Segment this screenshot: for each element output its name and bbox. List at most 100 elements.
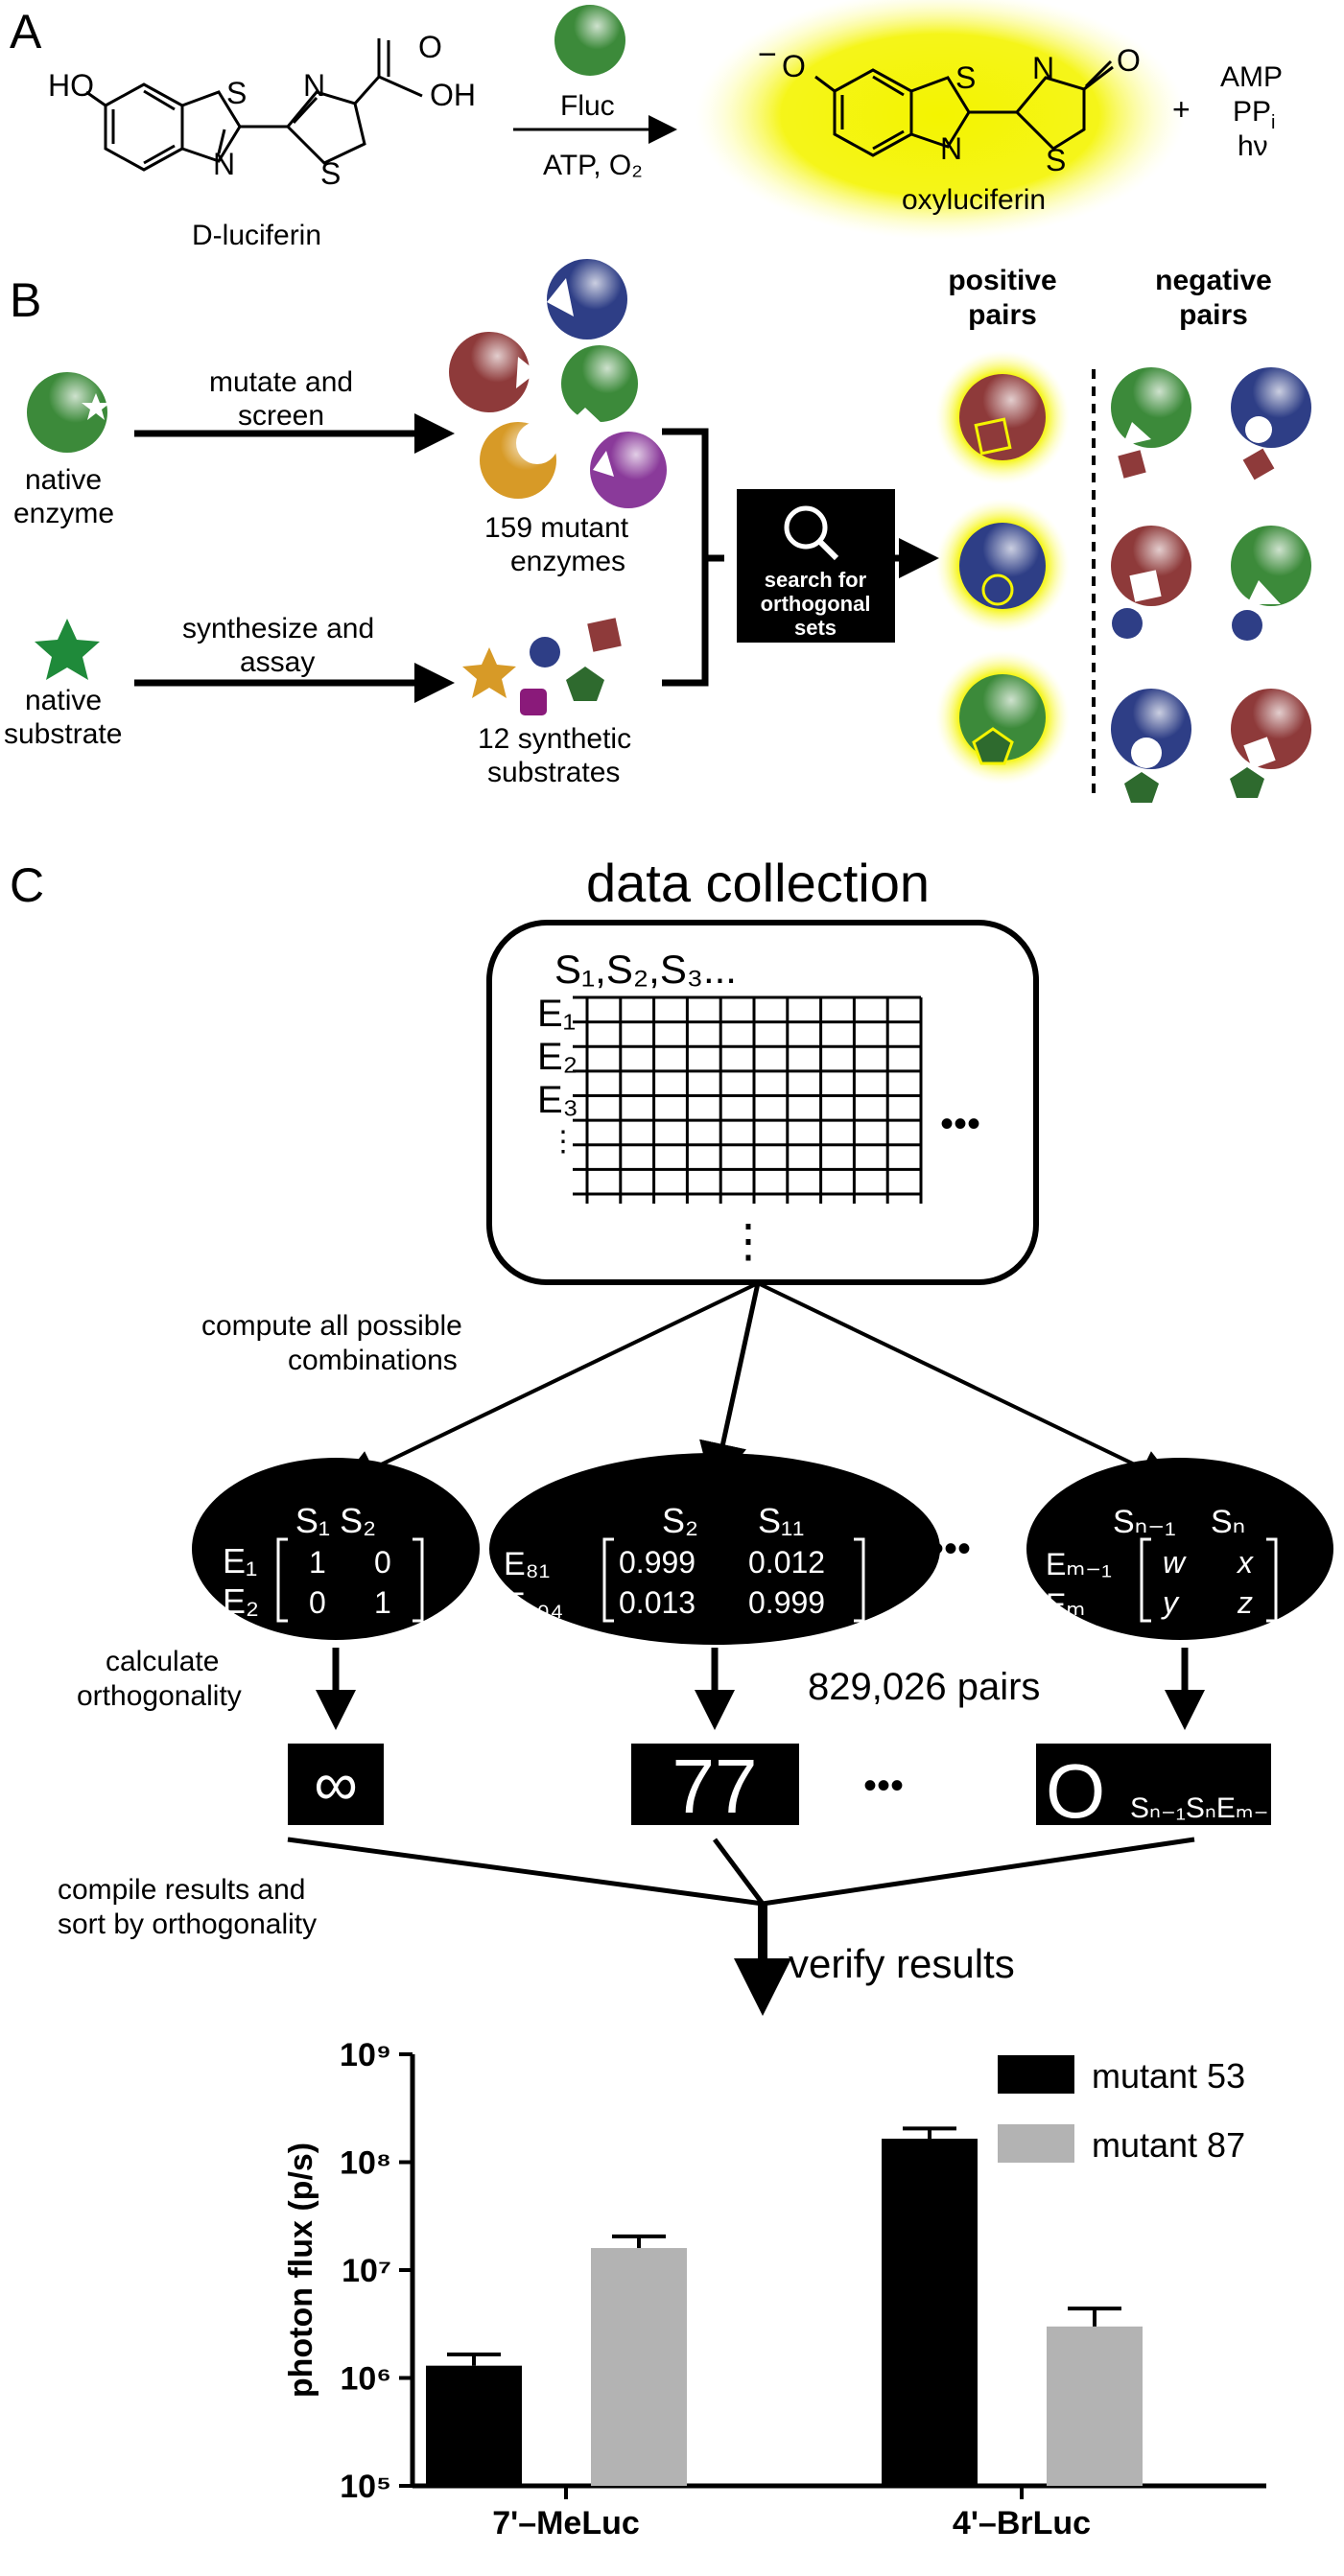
- calc-label-2: orthogonality: [77, 1680, 242, 1712]
- panel-a: A HO S N N S OH O D-luciferin Fluc: [10, 0, 1283, 251]
- mutant-enzyme-green-icon: [561, 345, 638, 424]
- fluc-enzyme-icon: [465, 5, 625, 76]
- substrate-rounded-square-icon: [520, 689, 547, 715]
- search-label-3: sets: [794, 616, 837, 640]
- mutant-enzyme-purple-icon: [590, 432, 667, 508]
- positive-pair-red: [935, 350, 1070, 484]
- search-box: [737, 489, 895, 643]
- oh-label: OH: [430, 78, 476, 112]
- prod-s-label-1: S: [955, 60, 976, 95]
- native-enzyme-icon: [27, 372, 110, 453]
- s-label-1: S: [226, 76, 247, 110]
- d-luciferin-label: D-luciferin: [192, 220, 321, 251]
- mutants-label-1: 159 mutant: [484, 512, 629, 544]
- grid-row-ellipsis: ⋮: [725, 1216, 771, 1267]
- mutant-enzyme-blue-icon: [547, 259, 627, 340]
- negative-label-1: negative: [1155, 265, 1272, 296]
- svg-text:S₂: S₂: [662, 1501, 698, 1540]
- svg-text:0: 0: [309, 1585, 326, 1620]
- y-tick-label: 10⁸: [340, 2145, 391, 2182]
- o-minus-label: O: [782, 49, 806, 83]
- oxyluciferin-label: oxyluciferin: [902, 184, 1046, 216]
- svg-text:Eₘ₋₁: Eₘ₋₁: [1046, 1547, 1112, 1581]
- matrix-ellipse-3: Sₙ₋₁ Sₙ Eₘ₋₁ Eₘ w x y z: [1026, 1458, 1333, 1640]
- panel-a-letter: A: [10, 5, 42, 59]
- matrix-ellipsis: •••: [931, 1528, 971, 1570]
- substrate-pentagon-icon: [566, 667, 604, 701]
- y-axis-label: photon flux (p/s): [283, 2143, 319, 2398]
- svg-text:Sₙ: Sₙ: [1211, 1504, 1245, 1540]
- n-label-2: N: [303, 68, 325, 103]
- svg-text:E₈₁: E₈₁: [504, 1546, 550, 1582]
- positive-label-2: pairs: [968, 299, 1037, 331]
- svg-text:z: z: [1237, 1585, 1253, 1620]
- mutant-enzyme-red-icon: [449, 332, 537, 412]
- minus-label: −: [758, 36, 777, 73]
- svg-text:Eₘ: Eₘ: [1046, 1587, 1085, 1622]
- panel-b-letter: B: [10, 273, 41, 327]
- bar: [1047, 2326, 1143, 2486]
- panel-b: B native enzyme native substrate mutate …: [4, 259, 1311, 803]
- substrate-star-icon: [462, 647, 516, 698]
- svg-text:0.999: 0.999: [619, 1545, 696, 1580]
- negative-pair-2: [1231, 367, 1311, 480]
- calc-label-1: calculate: [106, 1646, 219, 1677]
- svg-text:0: 0: [374, 1545, 391, 1580]
- native-substrate-star-icon: [35, 619, 100, 680]
- grid-col-ellipsis: •••: [940, 1103, 980, 1145]
- negative-pair-4: [1231, 526, 1311, 641]
- score-box-3: [1036, 1744, 1271, 1825]
- score-3: O: [1046, 1748, 1105, 1834]
- score-box-1: [288, 1744, 384, 1825]
- ppi-label: PPi: [1233, 96, 1275, 133]
- bar: [882, 2139, 978, 2486]
- svg-text:w: w: [1163, 1545, 1187, 1580]
- svg-text:1: 1: [374, 1585, 391, 1620]
- hv-label: hν: [1238, 130, 1268, 162]
- bar: [426, 2365, 522, 2486]
- search-label-2: orthogonal: [761, 592, 871, 616]
- prod-n-label-2: N: [1032, 51, 1054, 85]
- svg-text:0.013: 0.013: [619, 1585, 696, 1620]
- svg-text:x: x: [1236, 1545, 1254, 1580]
- n-label-1: N: [213, 147, 235, 181]
- acid-o-label: O: [418, 30, 442, 64]
- svg-text:0.012: 0.012: [748, 1545, 825, 1580]
- matrix-ellipse-2: S₂ S₁₁ E₈₁ E₁₀₄ 0.999 0.012 0.013 0.999: [489, 1453, 940, 1645]
- compile-label-2: sort by orthogonality: [58, 1909, 317, 1940]
- substrate-circle-icon: [530, 637, 560, 667]
- grid-row-e3: E₃: [537, 1079, 578, 1121]
- x-tick-label: 7'–MeLuc: [492, 2505, 640, 2541]
- compile-label-1: compile results and: [58, 1874, 305, 1906]
- svg-text:S₁ S₂: S₁ S₂: [295, 1501, 376, 1540]
- panel-c-letter: C: [10, 858, 44, 912]
- x-tick-label: 4'–BrLuc: [953, 2505, 1091, 2541]
- score-ellipsis: •••: [863, 1765, 904, 1807]
- conditions-label: ATP, O₂: [543, 150, 643, 181]
- legend-swatch: [998, 2124, 1074, 2163]
- positive-label-1: positive: [948, 265, 1056, 296]
- pairs-label: 829,026 pairs: [808, 1666, 1040, 1708]
- mutant-enzymes-cluster: [449, 259, 667, 508]
- magnifier-icon: [784, 505, 839, 561]
- svg-text:E₂: E₂: [223, 1581, 259, 1621]
- svg-text:Sₙ₋₁: Sₙ₋₁: [1113, 1504, 1176, 1540]
- negative-pair-1: [1111, 367, 1191, 479]
- amp-label: AMP: [1220, 61, 1283, 93]
- native-substrate-label-1: native: [25, 685, 102, 716]
- mutant-enzyme-gold-icon: [480, 422, 558, 499]
- synth-label-2: assay: [240, 646, 315, 678]
- mutants-label-2: enzymes: [510, 546, 625, 577]
- grid-row-e2: E₂: [537, 1036, 578, 1078]
- legend-swatch: [998, 2055, 1074, 2094]
- legend-label: mutant 53: [1092, 2056, 1245, 2096]
- negative-pair-6: [1230, 689, 1311, 798]
- s-label-2: S: [320, 156, 341, 191]
- negative-pair-3: [1111, 526, 1191, 639]
- data-grid: [573, 995, 923, 1204]
- fluc-label: Fluc: [560, 90, 615, 122]
- grid-row-vdots: ⋮: [549, 1126, 578, 1158]
- substrates-label-2: substrates: [487, 757, 620, 788]
- y-tick-label: 10⁶: [341, 2361, 391, 2398]
- native-enzyme-label-2: enzyme: [13, 498, 114, 529]
